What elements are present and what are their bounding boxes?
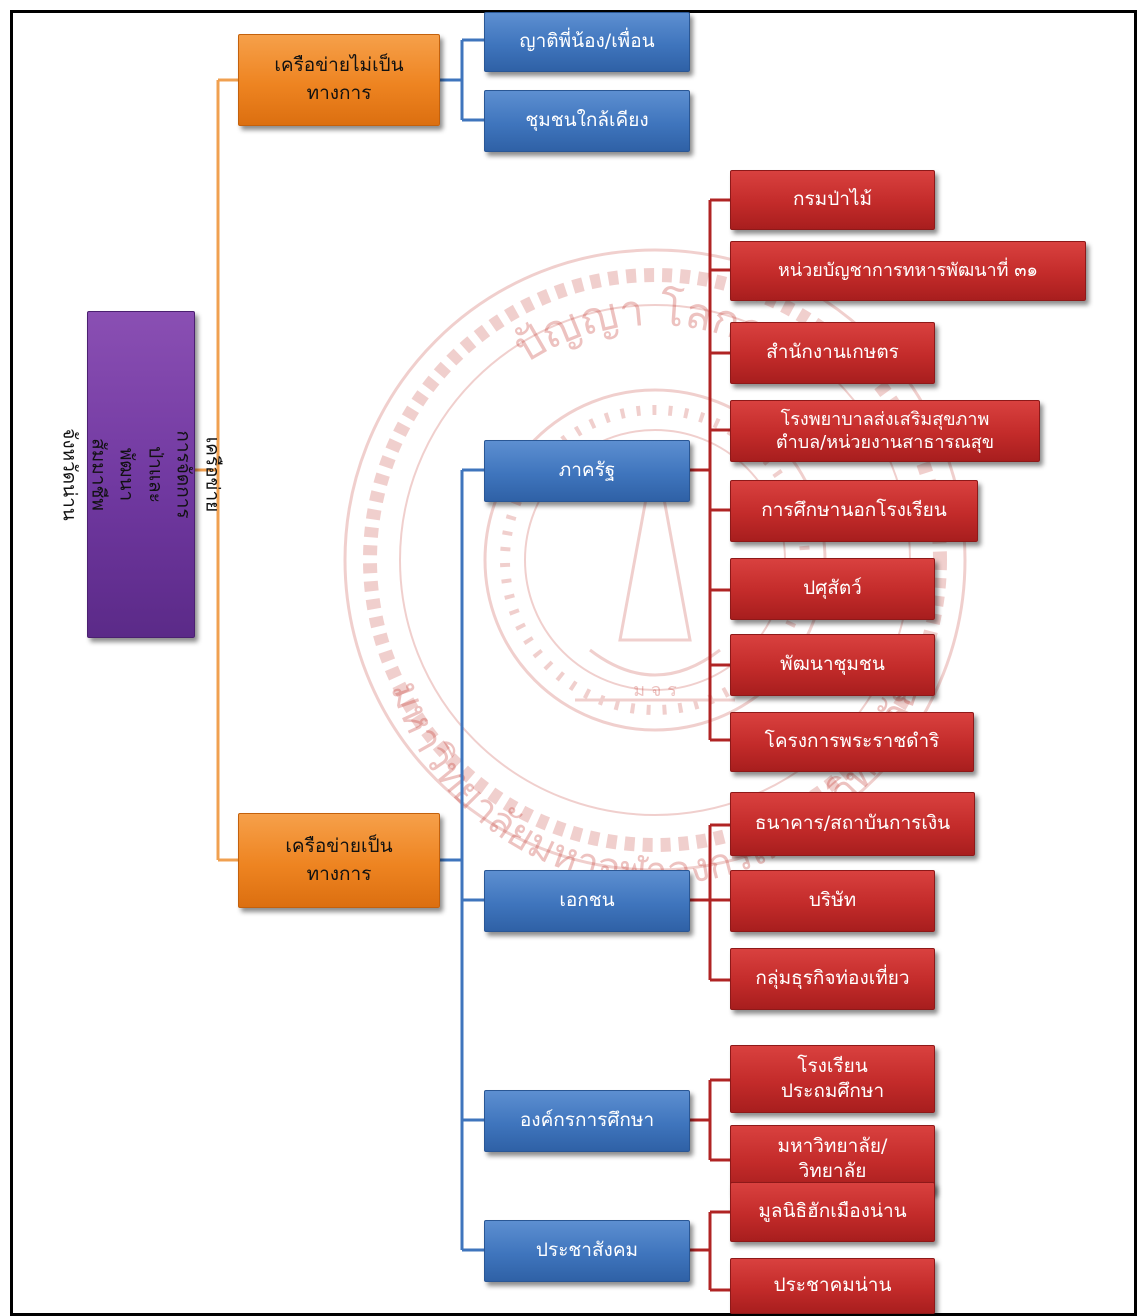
private-tourism-business-group: กลุ่มธุรกิจท่องเที่ยว <box>730 948 935 1010</box>
gov-health-promotion-hospital: โรงพยาบาลส่งเสริมสุขภาพ ตำบล/หน่วยงานสาธ… <box>730 400 1040 462</box>
gov-royal-initiative-project: โครงการพระราชดำริ <box>730 712 974 772</box>
gov-livestock: ปศุสัตว์ <box>730 558 935 620</box>
group-private-sector: เอกชน <box>484 870 690 932</box>
group-civil-society: ประชาสังคม <box>484 1220 690 1282</box>
gov-non-formal-education: การศึกษานอกโรงเรียน <box>730 480 978 542</box>
diagram-frame <box>10 10 1137 1316</box>
group-government: ภาครัฐ <box>484 440 690 502</box>
informal-connectors <box>440 38 484 122</box>
root-node: เครือข่ายการจัดการป่าและ พัฒนาสัมมาชีพจั… <box>59 311 224 638</box>
informal-network-node: เครือข่ายไม่เป็น ทางการ <box>238 34 440 126</box>
gov-forestry-dept: กรมป่าไม้ <box>730 170 935 230</box>
civil-nan-civic-assembly: ประชาคมน่าน <box>730 1258 935 1314</box>
informal-child-relatives: ญาติพี่น้อง/เพื่อน <box>484 12 690 72</box>
informal-child-nearby-community: ชุมชนใกล้เคียง <box>484 90 690 152</box>
root-connectors <box>195 78 238 862</box>
private-company: บริษัท <box>730 870 935 932</box>
group-education: องค์กรการศึกษา <box>484 1090 690 1152</box>
gov-community-development: พัฒนาชุมชน <box>730 634 935 696</box>
formal-connectors <box>440 468 484 1252</box>
civil-hak-mueang-nan-foundation: มูลนิธิฮักเมืองน่าน <box>730 1182 935 1242</box>
edu-primary-school: โรงเรียน ประถมศึกษา <box>730 1045 935 1113</box>
gov-army-development-unit-31: หน่วยบัญชาการทหารพัฒนาที่ ๓๑ <box>730 241 1086 301</box>
sector-connectors <box>690 198 730 1292</box>
formal-network-node: เครือข่ายเป็น ทางการ <box>238 813 440 908</box>
private-bank-financial-institution: ธนาคาร/สถาบันการเงิน <box>730 792 975 856</box>
gov-agriculture-office: สำนักงานเกษตร <box>730 322 935 384</box>
edu-university-college: มหาวิทยาลัย/ วิทยาลัย <box>730 1125 935 1193</box>
root-label: เครือข่ายการจัดการป่าและ พัฒนาสัมมาชีพจั… <box>59 428 224 521</box>
